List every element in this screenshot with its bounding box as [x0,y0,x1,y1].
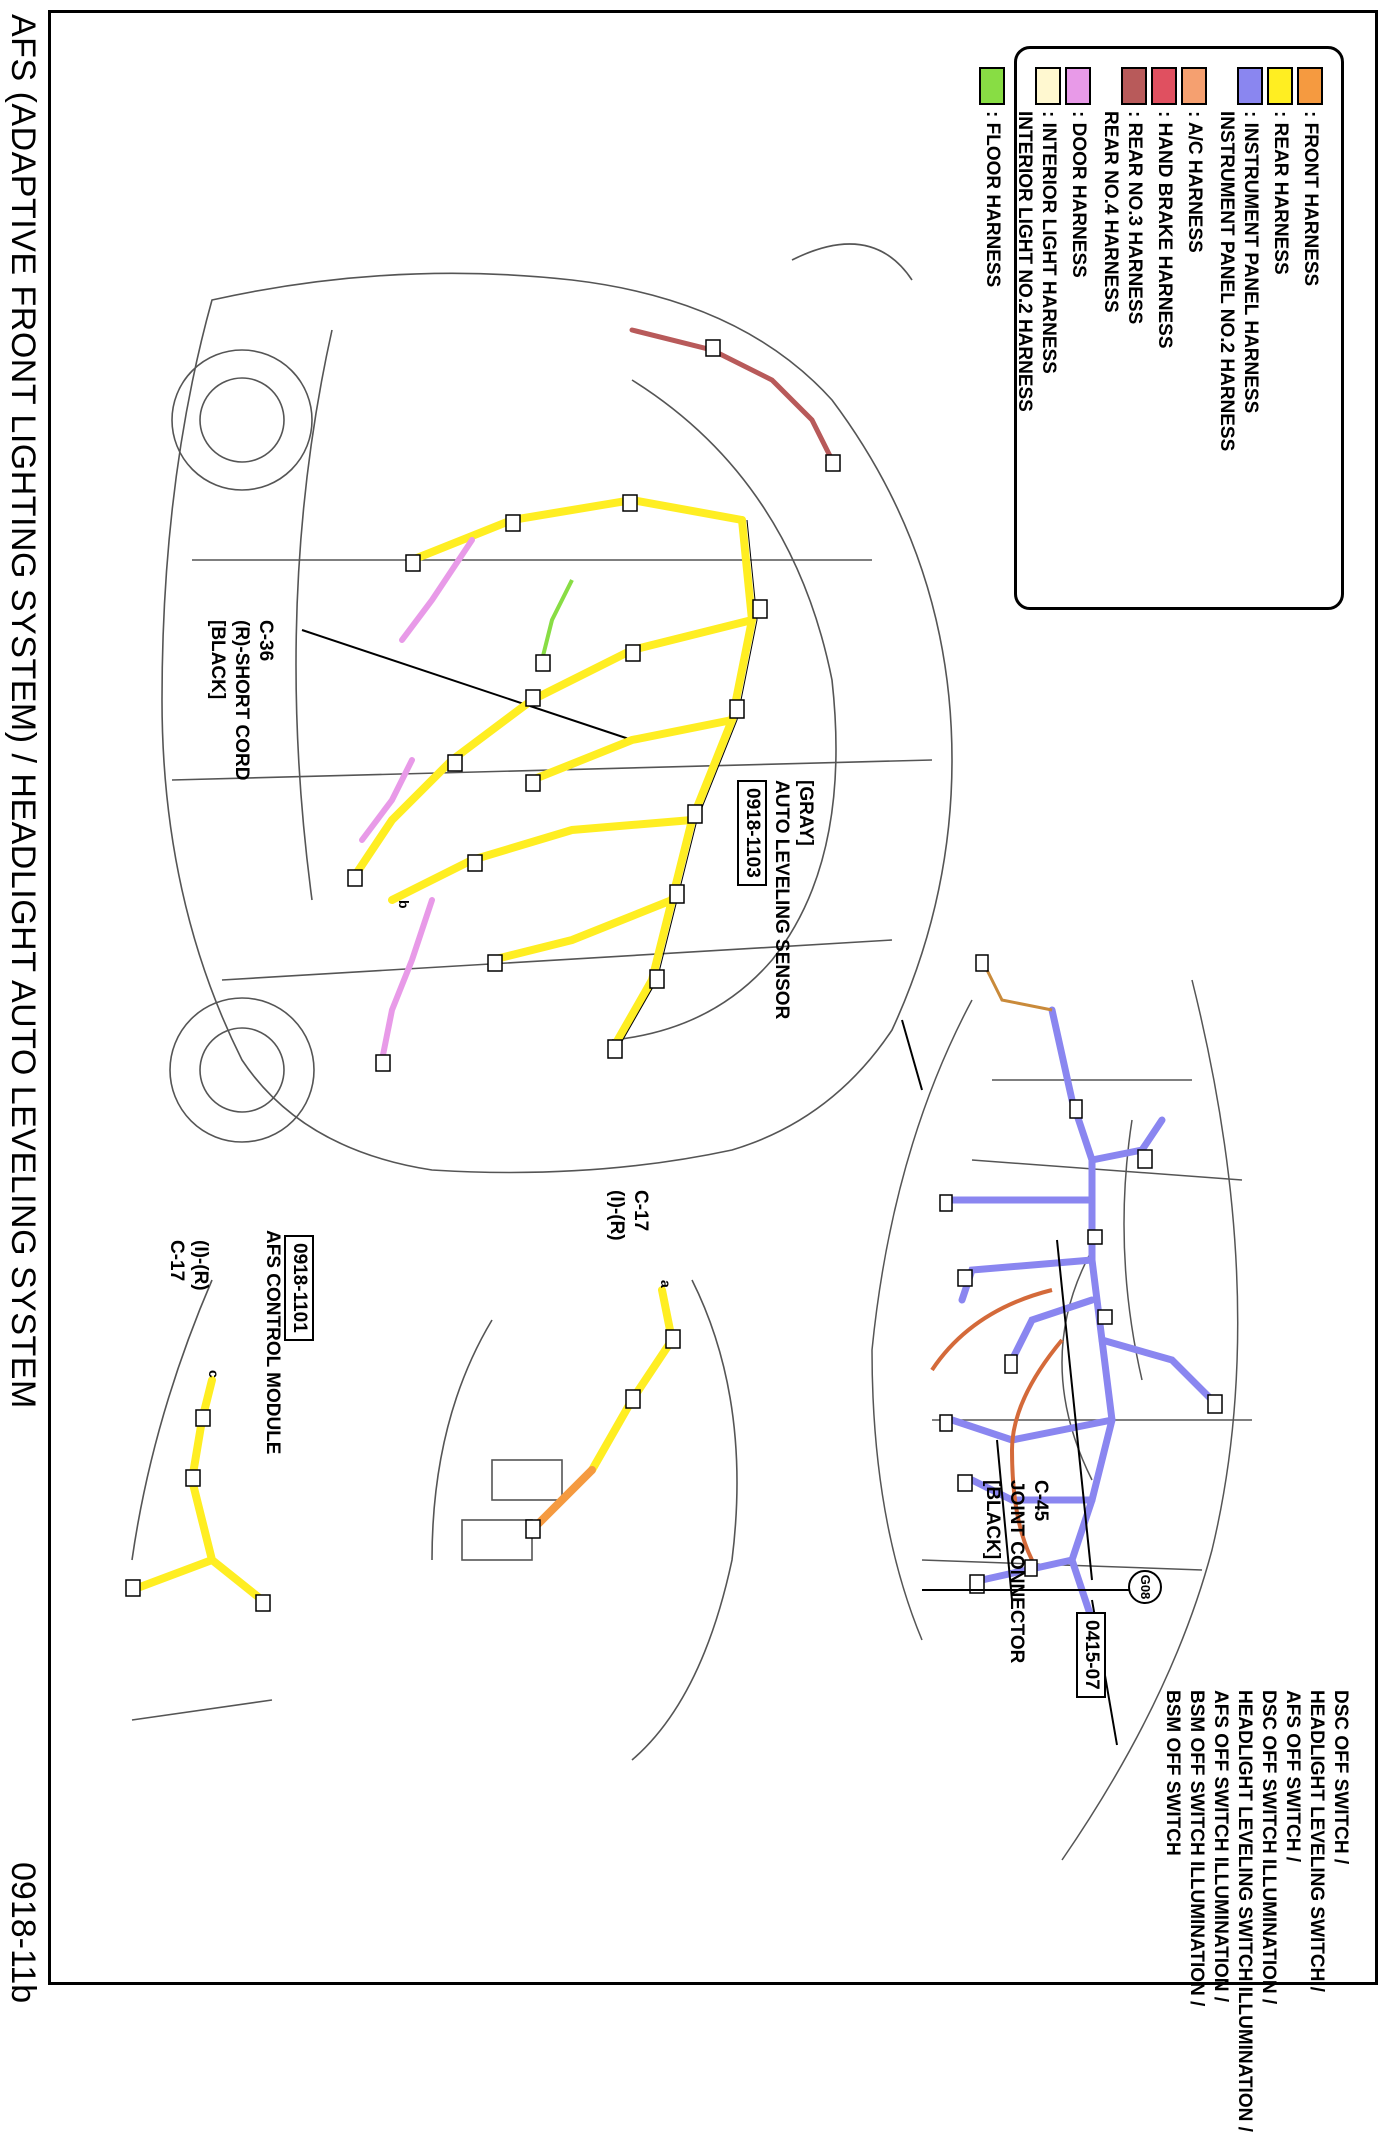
legend-item: : INTERIOR LIGHT HARNESS [1033,67,1063,374]
legend-swatch [1065,67,1091,105]
ground-g08: G08 [1128,1570,1162,1604]
legend-label: : INSTRUMENT PANEL HARNESS [1240,111,1261,414]
c17-bottom-callout: (I)-(R)C-17 [164,1240,212,1291]
legend-label-continued: REAR NO.4 HARNESS [1100,111,1121,313]
legend-label: : FRONT HARNESS [1300,111,1321,287]
ref-b: b [396,900,412,909]
legend-label: : DOOR HARNESS [1068,111,1089,278]
legend-swatch [1121,67,1147,105]
callout-line: BSM OFF SWITCH [1162,1690,1183,1856]
ref-c: c [206,1370,222,1378]
callout-line: JOINT CONNECTOR [1006,1480,1027,1664]
callout-line: C-17 [166,1240,187,1282]
legend-swatch [1237,67,1263,105]
callout-line: HEADLIGHT LEVELING SWITCH ILLUMINATION / [1234,1690,1255,2132]
front-harness-lines-ip [980,959,1053,1012]
legend-label: : FLOOR HARNESS [982,111,1003,288]
sensor-callout: [GRAY]AUTO LEVELING SENSOR [769,780,817,1019]
legend-label: : HAND BRAKE HARNESS [1154,111,1175,349]
diagram-sheet: : FRONT HARNESS : REAR HARNESS : INSTRUMEN… [4,10,1378,2132]
car-connectors [347,339,841,1072]
front-view-front-harness [528,1466,596,1534]
callout-line: [BLACK] [982,1480,1003,1560]
callout-line: (I)-(R) [606,1190,627,1241]
legend-label: : REAR NO.3 HARNESS [1124,111,1145,325]
callout-line: BSM OFF SWITCH ILLUMINATION / [1186,1690,1207,2007]
legend-item: : INSTRUMENT PANEL HARNESS [1235,67,1265,413]
rear-no3-harness [629,327,835,463]
callout-line: (R)-SHORT CORD [231,620,252,781]
legend-item: : HAND BRAKE HARNESS [1149,67,1179,349]
ac-harness-lines [930,1288,1064,1561]
legend-item: : REAR HARNESS [1265,67,1295,275]
callout-line: DSC OFF SWITCH / [1330,1690,1351,1865]
callout-line: C-45 [1030,1480,1051,1522]
callout-line: [BLACK] [207,620,228,700]
harness-legend: : FRONT HARNESS : REAR HARNESS : INSTRUMEN… [979,46,1344,610]
rear-harness-outline [616,519,758,1051]
legend-label-continued: INSTRUMENT PANEL NO.2 HARNESS [1216,111,1237,452]
callout-line: C-36 [255,620,276,662]
afs-module-label: AFS CONTROL MODULE [262,1230,283,1455]
car-body-outline [161,243,953,1174]
ip-connectors [939,954,1223,1632]
c17-top-callout: C-17(I)-(R) [604,1190,652,1241]
callout-line: (I)-(R) [190,1240,211,1291]
legend-swatch [1297,67,1323,105]
callout-line: HEADLIGHT LEVELING SWITCH / [1306,1690,1327,1992]
door-harness [359,537,475,1063]
legend-label: : REAR HARNESS [1270,111,1291,275]
legend-item: : FRONT HARNESS [1295,67,1325,286]
callout-line: AUTO LEVELING SENSOR [771,780,792,1020]
legend-swatch [1267,67,1293,105]
switch-code-box: 0415-07 [1076,1612,1106,1698]
legend-swatch [1151,67,1177,105]
switch-callout: DSC OFF SWITCH /HEADLIGHT LEVELING SWITC… [1160,1690,1352,2132]
callout-line: AFS OFF SWITCH ILLUMINATION / [1210,1690,1231,2003]
legend-swatch [1181,67,1207,105]
legend-item: : A/C HARNESS [1179,67,1209,253]
callout-line: AFS OFF SWITCH / [1282,1690,1303,1863]
legend-label: : INTERIOR LIGHT HARNESS [1038,111,1059,374]
afs-module-code-box: 0918-1101 [284,1235,314,1341]
callout-line: C-17 [630,1190,651,1232]
front-view-outline [131,1279,738,1761]
landscape-page: : FRONT HARNESS : REAR HARNESS : INSTRUMEN… [4,10,1378,2132]
front-view-connectors [125,1329,681,1612]
harness-illustration [125,243,1252,1861]
legend-item: : FLOOR HARNESS [977,67,1007,287]
callout-line: DSC OFF SWITCH ILLUMINATION / [1258,1690,1279,2005]
legend-item: : DOOR HARNESS [1063,67,1093,278]
legend-item: : REAR NO.3 HARNESS [1119,67,1149,324]
sensor-code-box: 0918-1103 [737,780,767,886]
legend-label: : A/C HARNESS [1184,111,1205,253]
floor-harness [540,579,574,661]
page-title: AFS (ADAPTIVE FRONT LIGHTING SYSTEM) / H… [4,14,42,1409]
callout-line: [GRAY] [795,780,816,846]
legend-swatch [1035,67,1061,105]
page-code: 0918-11b [4,1862,42,2004]
legend-label-continued: INTERIOR LIGHT NO.2 HARNESS [1014,111,1035,412]
c36-callout: C-36(R)-SHORT CORD[BLACK] [205,620,277,780]
front-view-harness [128,1286,677,1604]
legend-swatch [979,67,1005,105]
ref-a: a [658,1280,674,1288]
